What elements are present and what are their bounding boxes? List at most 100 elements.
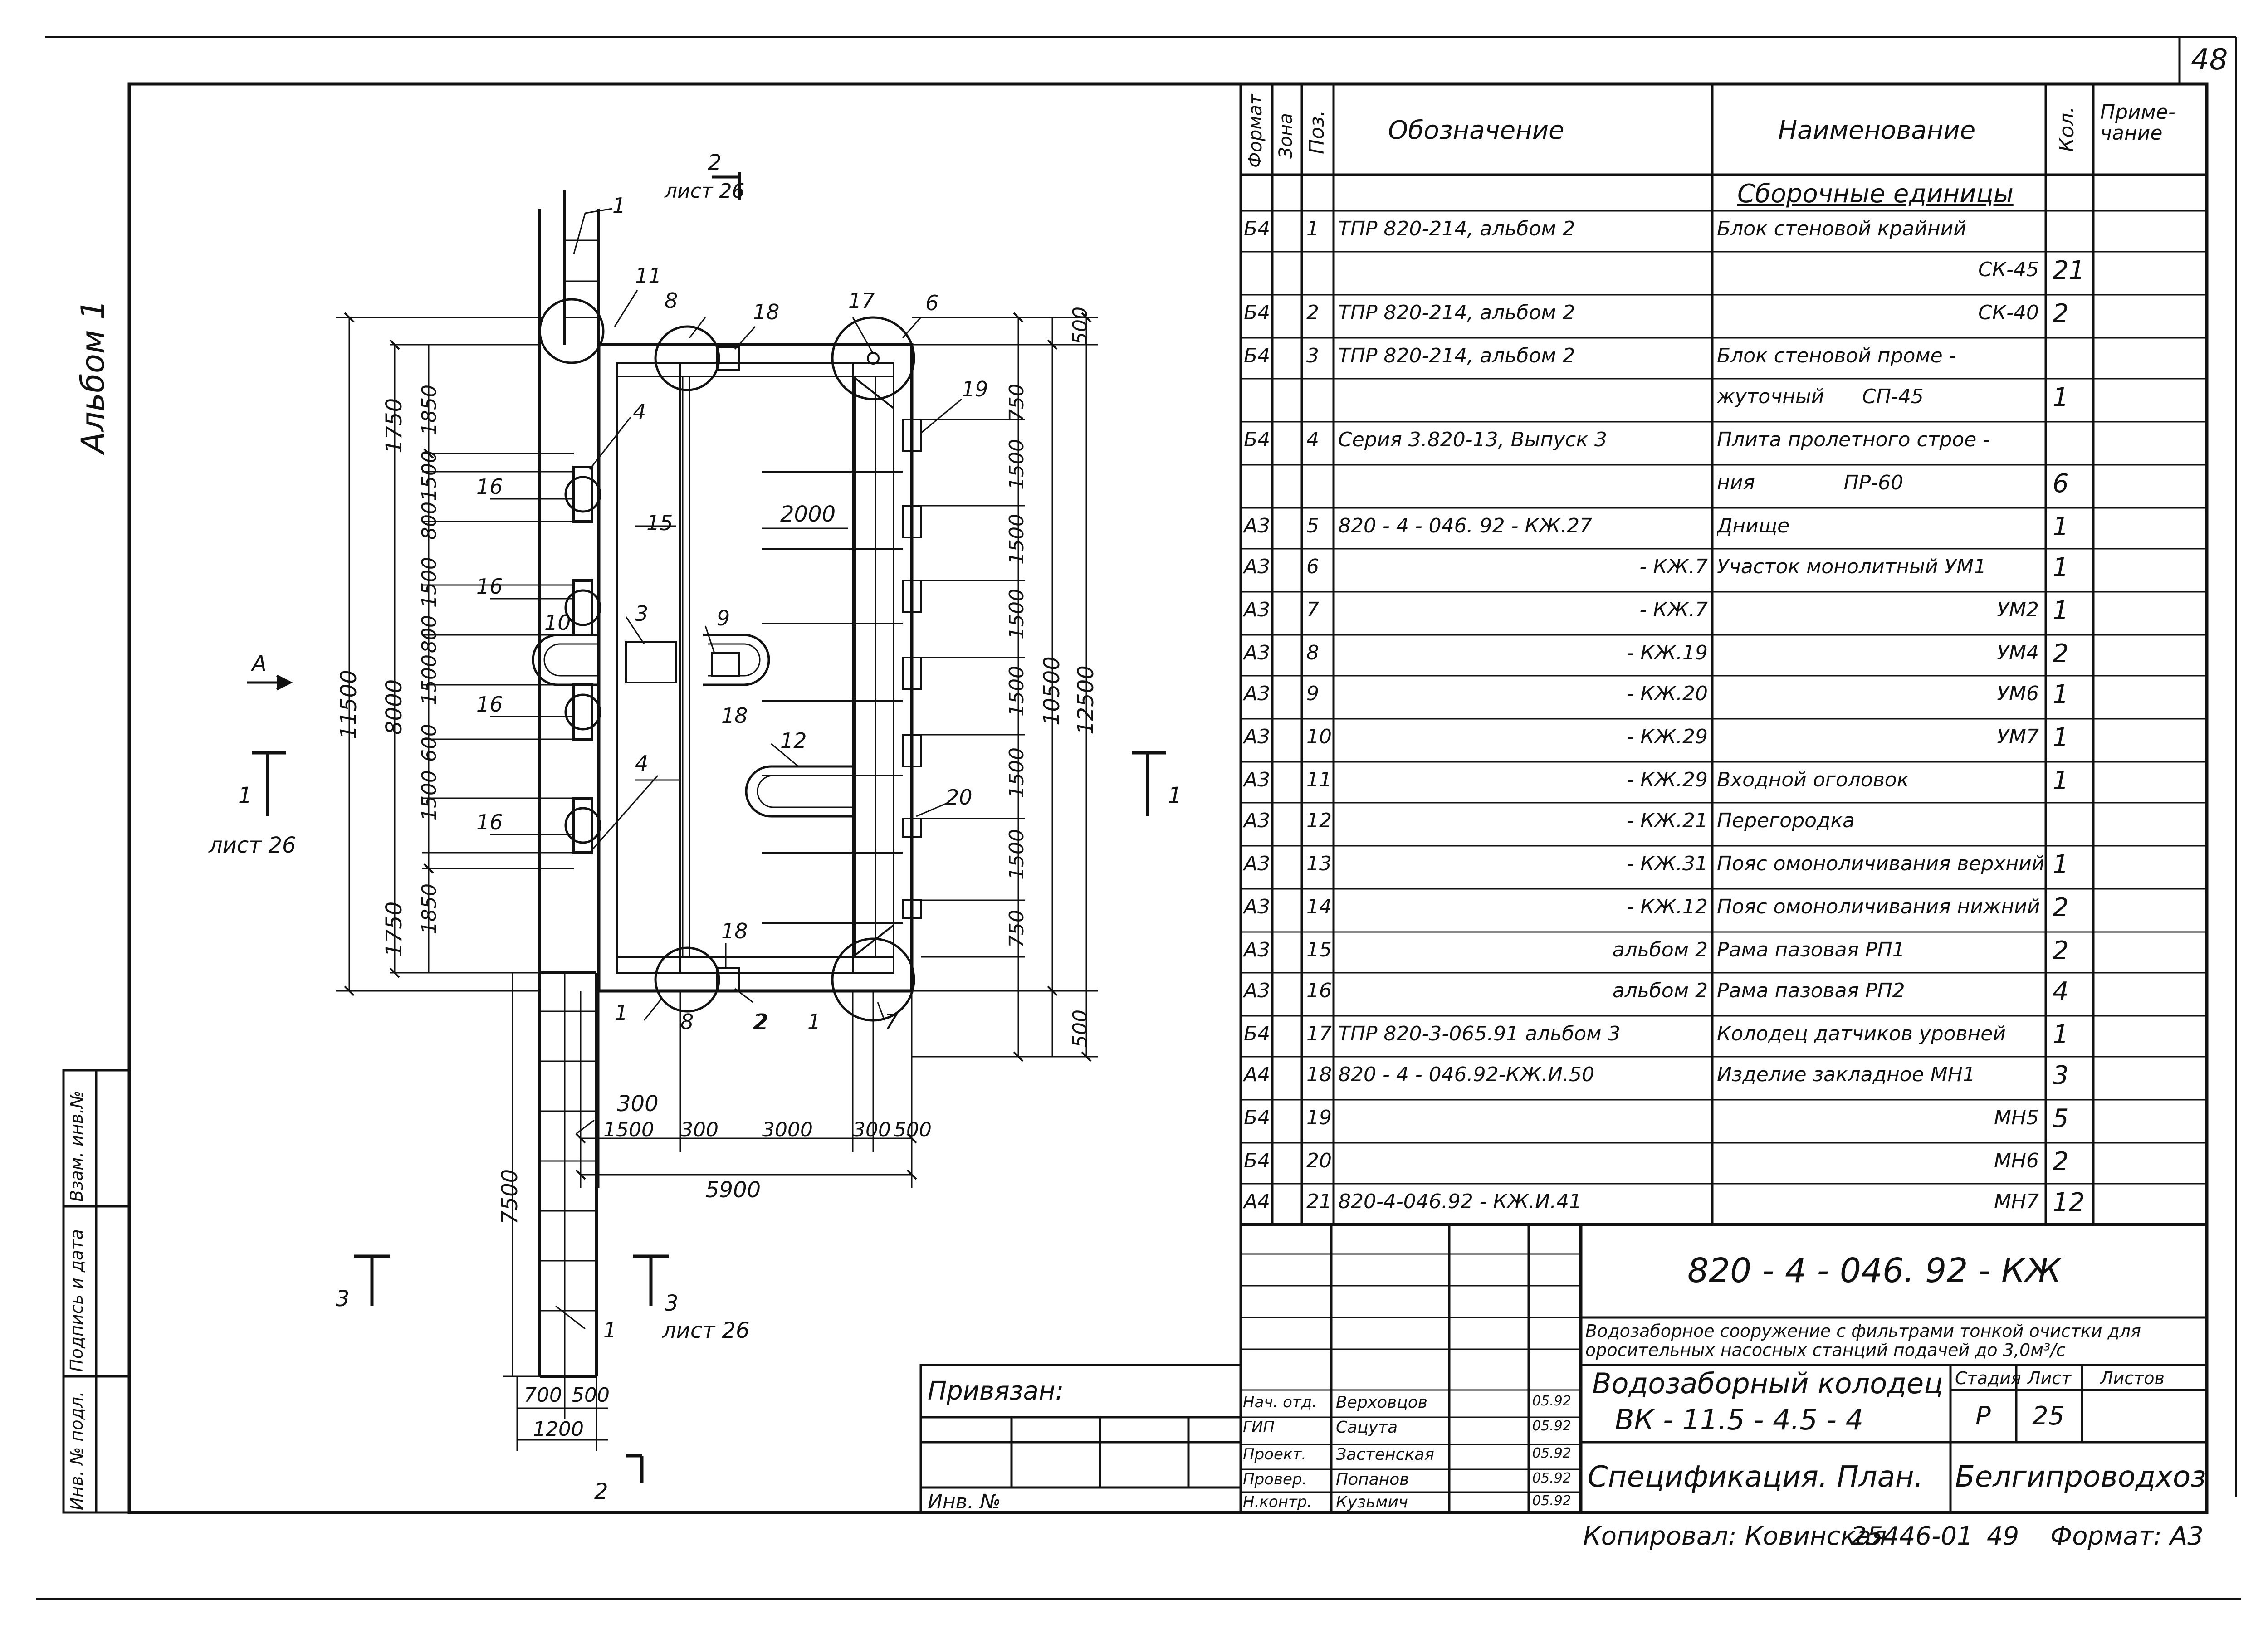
callout-number: 17 <box>848 288 875 313</box>
spec-row-qty: 1 <box>2053 553 2069 582</box>
spec-row-format: Б4 <box>1244 1106 1271 1129</box>
signer-role: Н.контр. <box>1243 1493 1312 1511</box>
spec-row-designation: 820 - 4 - 046. 92 - КЖ.27 <box>1338 514 1593 537</box>
spec-row-qty: 1 <box>2053 512 2069 541</box>
section-2-bottom: 2 <box>594 1479 608 1504</box>
spec-header-designation: Обозначение <box>1388 116 1564 145</box>
dim-left-inner: 1850 <box>418 883 441 934</box>
spec-row-format: Б4 <box>1244 428 1271 451</box>
spec-row-name: Блок стеновой крайний <box>1717 219 1966 239</box>
spec-row-name: УМ4 <box>1997 641 2039 664</box>
spec-row-format: А4 <box>1244 1190 1271 1213</box>
spec-row-qty: 1 <box>2053 596 2069 625</box>
signer-role: ГИП <box>1243 1418 1275 1436</box>
spec-header-name: Наименование <box>1778 116 1976 145</box>
callout-number: 1 <box>615 1000 628 1025</box>
spec-row-format: А3 <box>1244 555 1271 578</box>
spec-row-name: Пояс омоноличивания верхний <box>1717 854 2043 874</box>
spec-row-designation: 820-4-046.92 - КЖ.И.41 <box>1338 1190 1582 1213</box>
spec-header-note: Приме- чание <box>2100 101 2175 145</box>
spec-header-pos: Поз. <box>1305 110 1329 154</box>
spec-row-name: Колодец датчиков уровней <box>1717 1024 2006 1044</box>
dim-channel-700: 700 <box>524 1384 562 1407</box>
dim-right-inner: 500 <box>1069 1010 1092 1048</box>
signer-date: 05.92 <box>1532 1470 1571 1486</box>
dim-left-inner: 1500 <box>418 450 441 501</box>
spec-row-pos: 1 <box>1306 217 1319 240</box>
spec-row-name: УМ2 <box>1997 598 2039 621</box>
callout-number: 10 <box>544 610 571 635</box>
spec-row-pos: 13 <box>1306 852 1332 875</box>
spec-row-name: Изделие закладное МН1 <box>1717 1065 1975 1085</box>
dim-left-outer-2: 8000 <box>381 679 407 735</box>
spec-row-pos: 17 <box>1306 1022 1332 1045</box>
spec-row-pos: 18 <box>1306 1063 1332 1086</box>
spec-row-qty: 2 <box>2053 1147 2069 1176</box>
stage-label: Стадия <box>1955 1368 2021 1388</box>
spec-row-pos: 15 <box>1306 938 1332 961</box>
spec-row-name: Участок монолитный УМ1 <box>1717 557 1987 577</box>
callout-number: 18 <box>721 919 748 943</box>
signer-name: Кузьмич <box>1336 1493 1408 1512</box>
signer-date: 05.92 <box>1532 1393 1571 1409</box>
section-1-right: 1 <box>1168 783 1182 808</box>
dim-right-outer: 12500 <box>1073 665 1099 735</box>
spec-row-pos: 7 <box>1306 598 1319 621</box>
spec-row-pos: 19 <box>1306 1106 1332 1129</box>
section-3-left: 3 <box>336 1286 350 1312</box>
dim-left-inner: 1500 <box>418 770 441 821</box>
footer-copied: Копировал: Ковинская <box>1583 1522 1887 1551</box>
dim-channel-500: 500 <box>572 1384 610 1407</box>
spec-row-name: СК-40 <box>1978 301 2039 324</box>
spec-row-format: А3 <box>1244 979 1271 1002</box>
dim-right-inner: 750 <box>1005 910 1028 948</box>
callout-number: 16 <box>476 692 503 717</box>
spec-row-name: Рама пазовая РП1 <box>1717 940 1905 960</box>
sheet-name: Спецификация. План. <box>1588 1460 1924 1494</box>
spec-row-qty: 1 <box>2053 383 2069 412</box>
spec-row-pos: 20 <box>1306 1149 1332 1172</box>
spec-row-qty: 5 <box>2053 1104 2069 1133</box>
spec-row-qty: 1 <box>2053 766 2069 795</box>
spec-row-designation: - КЖ.7 <box>1639 555 1708 578</box>
project-title: Водозаборное сооружение с фильтрами тонк… <box>1585 1321 2141 1360</box>
callout-number: 6 <box>925 291 939 315</box>
callout-number: 2 <box>755 1010 769 1034</box>
spec-row-name: УМ7 <box>1997 725 2039 748</box>
callout-number: 18 <box>721 703 748 728</box>
dim-bottom: 300 <box>680 1118 719 1141</box>
stamp-inv-podl: Инв. № подл. <box>67 1391 87 1510</box>
spec-row-qty: 6 <box>2053 469 2069 498</box>
callout-number: 8 <box>680 1010 694 1034</box>
signer-name: Сацута <box>1336 1418 1398 1437</box>
spec-row-format: А3 <box>1244 768 1271 791</box>
spec-row-name: МН5 <box>1994 1106 2039 1129</box>
spec-row-name: МН6 <box>1994 1149 2039 1172</box>
dim-right-inner: 1500 <box>1005 747 1028 798</box>
dim-bottom-300: 300 <box>617 1091 659 1117</box>
dim-right-mid: 10500 <box>1039 656 1065 726</box>
privyazan-label: Привязан: <box>928 1376 1064 1406</box>
spec-row-qty: 4 <box>2053 977 2069 1006</box>
sheets-label: Листов <box>2100 1368 2165 1388</box>
spec-row-designation: 820 - 4 - 046.92-КЖ.И.50 <box>1338 1063 1595 1086</box>
doc-code: 820 - 4 - 046. 92 - КЖ <box>1687 1251 2062 1290</box>
callout-number: 8 <box>665 288 678 313</box>
spec-row-pos: 10 <box>1306 725 1332 748</box>
spec-row-pos: 8 <box>1306 641 1319 664</box>
spec-row-format: Б4 <box>1244 344 1271 367</box>
spec-row-designation: - КЖ.29 <box>1627 768 1708 791</box>
callout-number: 19 <box>962 377 988 401</box>
callout-number: 9 <box>717 606 730 630</box>
callout-number: 3 <box>635 601 649 626</box>
spec-row-qty: 2 <box>2053 299 2069 328</box>
spec-row-designation: ТПР 820-214, альбом 2 <box>1338 301 1575 324</box>
spec-row-designation: - КЖ.21 <box>1627 809 1708 832</box>
spec-row-designation: - КЖ.12 <box>1627 895 1708 918</box>
spec-row-format: А3 <box>1244 895 1271 918</box>
callout-number: 1 <box>603 1318 617 1342</box>
spec-row-name: Перегородка <box>1717 811 1855 831</box>
spec-row-format: А3 <box>1244 938 1271 961</box>
